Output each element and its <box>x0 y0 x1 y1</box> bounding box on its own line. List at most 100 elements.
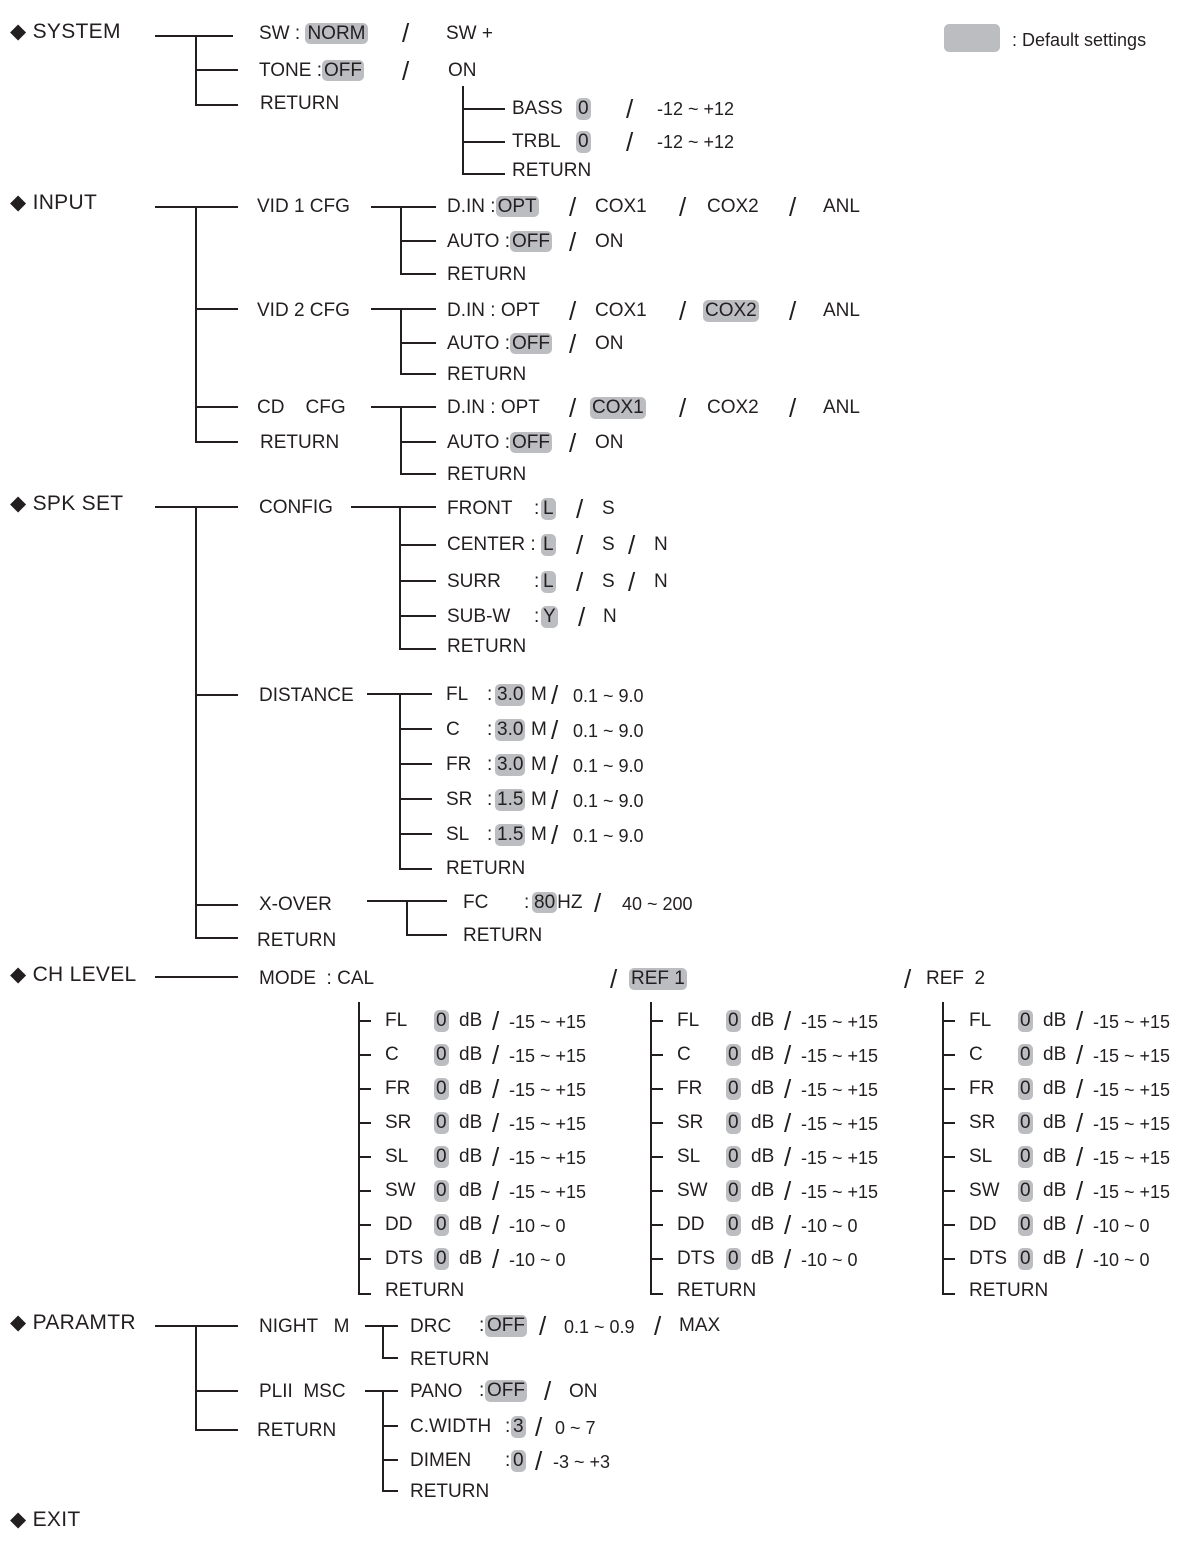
pano-label: PANO <box>410 1381 463 1402</box>
section-system: ◆ SYSTEM <box>10 20 121 43</box>
slash: / <box>544 1376 552 1406</box>
ref1-level-range: -15 ~ +15 <box>801 1182 879 1202</box>
center-label: CENTER : <box>447 534 536 555</box>
ref1-ch-label: SR <box>677 1112 704 1133</box>
ref2-level-range: -15 ~ +15 <box>1093 1012 1171 1032</box>
cal-level-default: 0 <box>434 1078 449 1100</box>
ref2-db-unit: dB <box>1043 1044 1067 1065</box>
ref2-level-range: -15 ~ +15 <box>1093 1080 1171 1100</box>
slash: / <box>1076 1244 1084 1274</box>
spk-return: RETURN <box>257 930 337 951</box>
colon: : <box>487 719 493 740</box>
dist-default: 3.0 <box>495 754 526 776</box>
subw-n: N <box>603 606 617 627</box>
slash: / <box>1076 1108 1084 1138</box>
slash: / <box>402 18 410 48</box>
cal-db-unit: dB <box>459 1044 483 1065</box>
cwidth-range: 0 ~ 7 <box>555 1418 596 1438</box>
cal-return: RETURN <box>385 1280 465 1301</box>
cd-cox2: COX2 <box>707 397 759 418</box>
ref2-return: RETURN <box>969 1280 1049 1301</box>
ref1-ch-label: FR <box>677 1078 703 1099</box>
ref2-level-range: -15 ~ +15 <box>1093 1114 1171 1134</box>
vid2-cfg: VID 2 CFG <box>257 300 350 321</box>
spk-config: CONFIG <box>259 497 333 518</box>
cal-db-unit: dB <box>459 1146 483 1167</box>
slash: / <box>789 192 797 222</box>
subw-default-y: Y <box>541 606 558 628</box>
ref1-level-range: -15 ~ +15 <box>801 1080 879 1100</box>
fc-default-80: 80 <box>532 892 558 913</box>
pano-on: ON <box>569 1381 598 1402</box>
ref1-level-range: -10 ~ 0 <box>801 1216 858 1236</box>
cal-level-default: 0 <box>434 1214 449 1236</box>
cal-ch-label: SR <box>385 1112 412 1133</box>
mode-ref2: REF 2 <box>926 968 986 989</box>
cd-din-default-cox1: COX1 <box>590 397 646 419</box>
ref2-db-unit: dB <box>1043 1112 1067 1133</box>
ref2-level-range: -15 ~ +15 <box>1093 1182 1171 1202</box>
mode-default-ref1: REF 1 <box>629 968 687 990</box>
cal-level-range: -10 ~ 0 <box>509 1216 566 1236</box>
slash: / <box>569 227 577 257</box>
ref2-level-default: 0 <box>1018 1146 1033 1168</box>
section-exit: ◆ EXIT <box>10 1508 81 1531</box>
dist-default: 1.5 <box>495 824 526 846</box>
front-label: FRONT <box>447 498 513 519</box>
drc-max: MAX <box>679 1315 721 1336</box>
slash: / <box>569 393 577 423</box>
cal-level-default: 0 <box>434 1180 449 1202</box>
ref1-ch-label: C <box>677 1044 691 1065</box>
slash: / <box>1076 1176 1084 1206</box>
cal-level-range: -15 ~ +15 <box>509 1046 587 1066</box>
cal-ch-label: DTS <box>385 1248 423 1269</box>
cal-db-unit: dB <box>459 1180 483 1201</box>
ref1-level-default: 0 <box>726 1044 741 1066</box>
cd-return: RETURN <box>447 464 527 485</box>
ref1-ch-label: DD <box>677 1214 705 1235</box>
ref1-level-default: 0 <box>726 1112 741 1134</box>
ref2-ch-label: DD <box>969 1214 997 1235</box>
ref2-ch-label: SL <box>969 1146 993 1167</box>
cal-level-range: -15 ~ +15 <box>509 1148 587 1168</box>
slash: / <box>551 750 559 780</box>
ref1-ch-label: DTS <box>677 1248 715 1269</box>
slash: / <box>569 296 577 326</box>
dist-default: 3.0 <box>495 719 526 741</box>
center-s: S <box>602 534 615 555</box>
slash: / <box>784 1142 792 1172</box>
ref2-db-unit: dB <box>1043 1180 1067 1201</box>
cd-auto-on: ON <box>595 432 624 453</box>
sw-default-norm: NORM <box>305 23 368 44</box>
legend-swatch <box>944 24 1000 52</box>
section-ch-level: ◆ CH LEVEL <box>10 963 137 986</box>
slash: / <box>628 567 636 597</box>
xover-return: RETURN <box>463 925 543 946</box>
ref2-level-default: 0 <box>1018 1078 1033 1100</box>
bass-range: -12 ~ +12 <box>657 99 735 119</box>
ref2-db-unit: dB <box>1043 1146 1067 1167</box>
vid2-anl: ANL <box>823 300 860 321</box>
sw-option: SW : NORM <box>259 23 368 44</box>
meter-unit: M <box>531 824 547 845</box>
meter-unit: M <box>531 789 547 810</box>
surr-s: S <box>602 571 615 592</box>
vid1-auto: AUTO :OFF <box>447 231 552 252</box>
ref1-level-default: 0 <box>726 1010 741 1032</box>
cal-ch-label: DD <box>385 1214 413 1235</box>
ref2-level-range: -10 ~ 0 <box>1093 1216 1150 1236</box>
cd-din: D.IN : OPT <box>447 397 540 418</box>
vid2-auto-default-off: OFF <box>510 333 552 354</box>
section-spk-set: ◆ SPK SET <box>10 492 124 515</box>
ref1-level-default: 0 <box>726 1180 741 1202</box>
ref2-ch-label: DTS <box>969 1248 1007 1269</box>
tone-option: TONE :OFF <box>259 60 364 81</box>
colon: : <box>479 1380 485 1401</box>
slash: / <box>784 1040 792 1070</box>
ref2-db-unit: dB <box>1043 1010 1067 1031</box>
cal-db-unit: dB <box>459 1214 483 1235</box>
cal-ch-label: SW <box>385 1180 416 1201</box>
ref2-db-unit: dB <box>1043 1078 1067 1099</box>
slash: / <box>679 192 687 222</box>
slash: / <box>784 1108 792 1138</box>
